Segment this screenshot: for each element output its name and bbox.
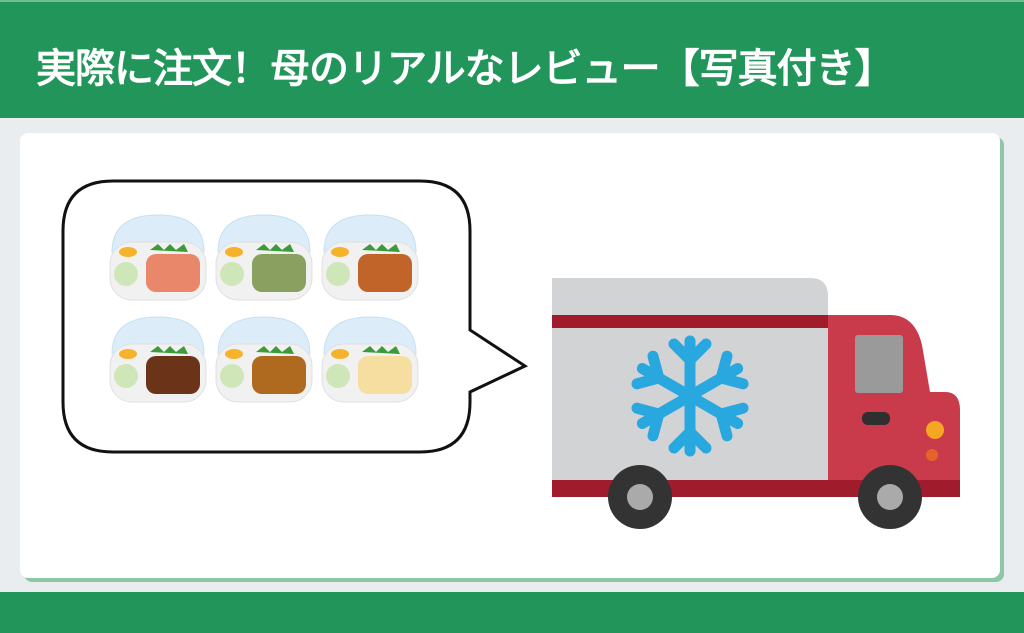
bento-box-ginger-pork-icon — [321, 214, 419, 301]
snowflake-icon — [634, 335, 745, 451]
wheel-icon — [608, 465, 672, 529]
bento-box-karaage-icon — [215, 316, 313, 403]
footer-bar — [0, 592, 1024, 633]
bento-box-hamburg-steak-icon — [109, 316, 207, 403]
header-banner: 実際に注文！母のリアルなレビュー【写真付き】 — [0, 0, 1024, 118]
refrigerated-truck-icon — [552, 278, 960, 529]
bento-box-cheese-hamburg-icon — [321, 316, 419, 403]
page-title: 実際に注文！母のリアルなレビュー【写真付き】 — [36, 46, 895, 92]
bento-box-stir-fry-icon — [215, 214, 313, 301]
wheel-icon — [858, 465, 922, 529]
bento-box-salmon-icon — [109, 214, 207, 301]
